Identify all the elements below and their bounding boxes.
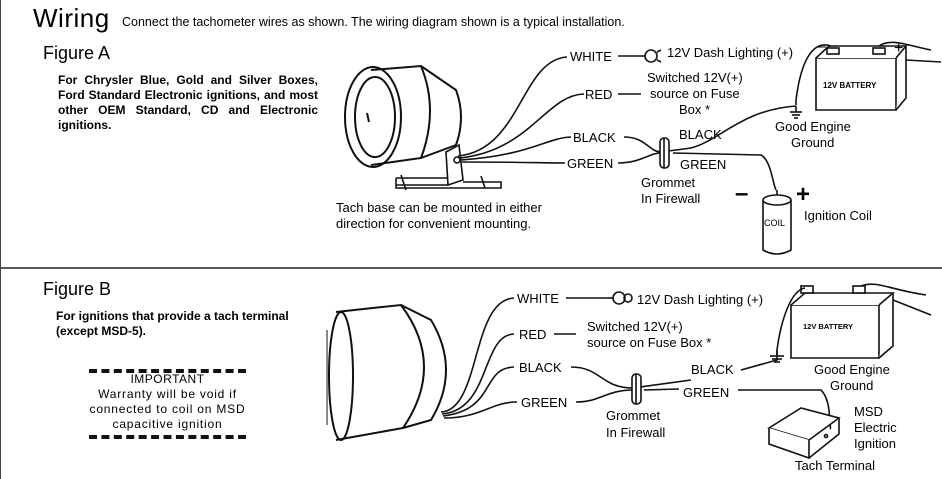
dash-light-bulb-a-icon <box>641 49 662 63</box>
fig-a-wire-black: BLACK <box>573 130 616 145</box>
fig-a-battery-plus: + <box>894 40 904 57</box>
fig-a-base-note-1: Tach base can be mounted in either <box>336 200 542 215</box>
fig-b-ground-2: Ground <box>830 378 874 393</box>
figure-a-title: Figure A <box>43 43 111 63</box>
fig-a-battery-text: 12V BATTERY <box>823 81 877 90</box>
grommet-a-icon <box>659 137 670 169</box>
fig-a-wire-red: RED <box>585 87 613 102</box>
fig-b-wire-black-2: BLACK <box>691 362 734 377</box>
tach-base-a-icon <box>395 143 502 191</box>
tachometer-b-icon <box>326 303 447 441</box>
fig-b-switched-1: Switched 12V(+) <box>587 319 683 334</box>
fig-a-grommet-2: In Firewall <box>641 191 701 206</box>
fig-b-msd-3: Ignition <box>854 436 896 451</box>
ground-a-icon <box>790 106 802 119</box>
fig-a-wire-black-2: BLACK <box>679 127 722 142</box>
fig-a-wire-green-2: GREEN <box>680 157 727 172</box>
dash-light-bulb-b-icon <box>607 291 633 305</box>
fig-b-grommet-1: Grommet <box>606 408 661 423</box>
fig-a-grommet-1: Grommet <box>641 175 696 190</box>
fig-a-coil-minus: – <box>735 180 749 207</box>
battery-b-icon <box>776 283 932 359</box>
important-bottom-rule <box>89 435 246 439</box>
battery-a-icon <box>795 41 942 111</box>
figure-b-title: Figure B <box>43 279 112 299</box>
fig-b-battery-text: 12V BATTERY <box>803 322 854 331</box>
fig-a-wire-green: GREEN <box>567 156 614 171</box>
page-title: Wiring <box>33 3 110 33</box>
ground-b-icon <box>770 350 784 363</box>
fig-a-coil-label: Ignition Coil <box>804 208 872 223</box>
fig-b-tach-terminal: Tach Terminal <box>795 458 875 473</box>
fig-a-wire-white: WHITE <box>570 49 612 64</box>
fig-b-wire-green: GREEN <box>521 395 568 410</box>
fig-a-switched-3: Box * <box>679 102 711 117</box>
fig-a-switched-2: source on Fuse <box>650 86 740 101</box>
fig-b-msd-2: Electric <box>854 420 897 435</box>
msd-ignition-box-icon <box>767 407 841 460</box>
ignition-coil-icon <box>762 190 792 255</box>
fig-b-ground-1: Good Engine <box>814 362 890 377</box>
fig-b-wire-white: WHITE <box>517 291 559 306</box>
fig-a-ground-2: Ground <box>791 135 835 150</box>
fig-b-wire-green-2: GREEN <box>683 385 730 400</box>
fig-b-switched-2: source on Fuse Box * <box>587 335 712 350</box>
fig-a-battery-minus: – <box>817 38 826 55</box>
tachometer-a-icon <box>344 64 462 168</box>
tach-b-wires <box>440 297 832 433</box>
important-notice: IMPORTANT Warranty will be void if conne… <box>89 369 246 439</box>
fig-a-coil-plus: + <box>796 181 811 208</box>
important-body: Warranty will be void if connected to co… <box>89 387 246 431</box>
figure-a-description: For Chrysler Blue, Gold and Silver Boxes… <box>58 73 318 132</box>
page-subtitle: Connect the tachometer wires as shown. T… <box>122 15 625 29</box>
fig-b-wire-black: BLACK <box>519 360 562 375</box>
fig-b-wire-red: RED <box>519 327 547 342</box>
fig-a-dash-lighting: 12V Dash Lighting (+) <box>667 45 794 60</box>
figure-b-description: For ignitions that provide a tach termin… <box>56 309 289 338</box>
important-title: IMPORTANT <box>130 372 205 386</box>
grommet-b-icon <box>631 373 642 405</box>
fig-a-base-note-2: direction for convenient mounting. <box>336 216 532 231</box>
fig-a-coil-text: COIL <box>764 218 786 228</box>
fig-a-switched-1: Switched 12V(+) <box>647 70 743 85</box>
fig-b-msd-1: MSD <box>854 404 883 419</box>
fig-a-ground-1: Good Engine <box>775 119 851 134</box>
fig-b-grommet-2: In Firewall <box>606 425 666 440</box>
tach-a-wires <box>457 55 797 191</box>
important-top-rule <box>89 369 246 373</box>
fig-b-dash-lighting: 12V Dash Lighting (+) <box>637 292 764 307</box>
